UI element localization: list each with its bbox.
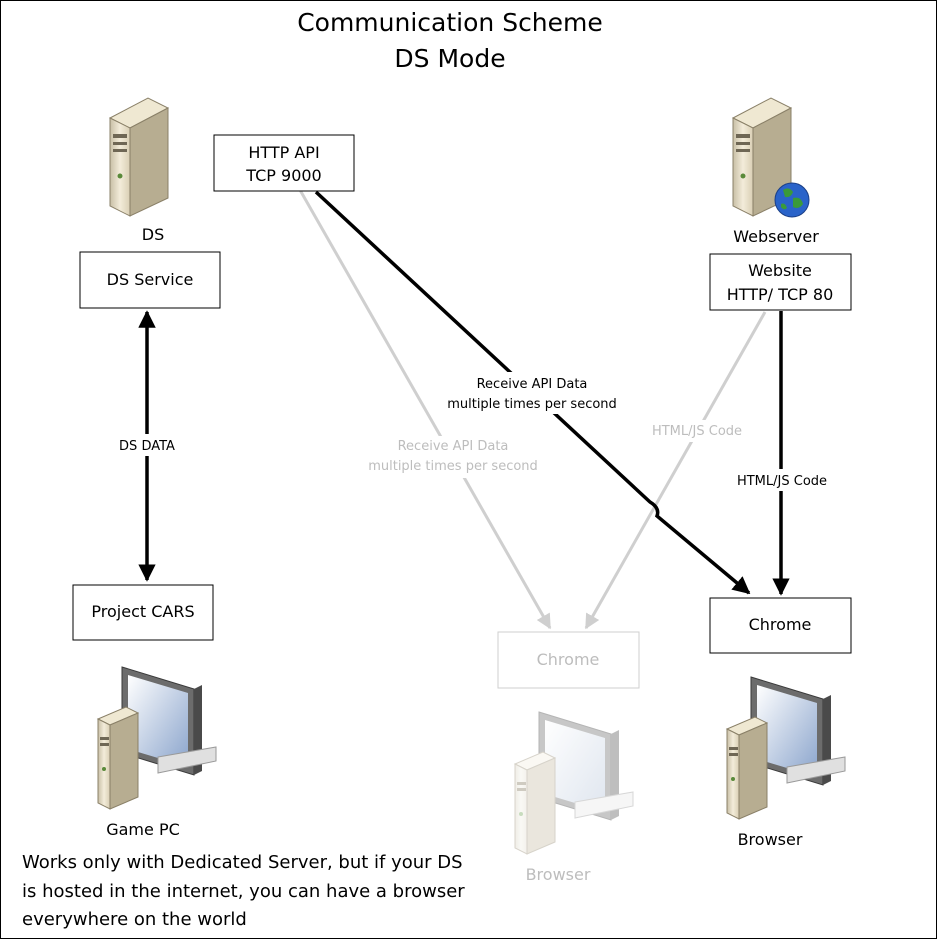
project-cars-box: Project CARS [72, 584, 214, 641]
browser-ghost-label: Browser [526, 865, 591, 884]
game-pc-label: Game PC [106, 820, 180, 839]
ghost-api-label-bg [362, 436, 544, 478]
ghost-api-label-line2: multiple times per second [368, 459, 538, 474]
browser-active-label: Browser [738, 830, 803, 849]
web-server-icon [731, 97, 810, 218]
api-to-chrome-arrow [314, 190, 751, 595]
note-line1: Works only with Dedicated Server, but if… [22, 852, 463, 873]
note-line3: everywhere on the world [22, 909, 247, 930]
http-api-line1: HTTP API [248, 143, 319, 162]
ds-service-label: DS Service [107, 270, 194, 289]
note-line2: is hosted in the internet, you can have … [22, 881, 465, 902]
chrome-active-label: Chrome [749, 615, 812, 634]
workstation-icon [96, 666, 217, 810]
diagram-title-line1: Communication Scheme [297, 8, 603, 37]
ghost-web-label-bg [644, 420, 750, 442]
workstation-icon [725, 676, 846, 820]
project-cars-label: Project CARS [91, 602, 194, 621]
api-label-bg [440, 372, 625, 414]
web-label: HTML/JS Code [737, 474, 827, 489]
ds-service-box: DS Service [79, 251, 221, 309]
http-api-box: HTTP API TCP 9000 [213, 134, 355, 192]
diagram-title-line2: DS Mode [394, 44, 505, 73]
ds-server-label: DS [142, 225, 164, 244]
ds-data-label-bg [112, 434, 182, 456]
ghost-web-label: HTML/JS Code [652, 424, 742, 439]
ghost-arrow-api-to-chrome [298, 189, 552, 630]
website-line1: Website [748, 261, 812, 280]
api-label-line1: Receive API Data [477, 377, 588, 392]
workstation-icon [513, 711, 634, 855]
chrome-ghost-label: Chrome [537, 650, 600, 669]
http-api-line2: TCP 9000 [245, 166, 321, 185]
chrome-active-box: Chrome [709, 597, 852, 654]
ghost-api-label-line1: Receive API Data [398, 439, 509, 454]
api-label-line2: multiple times per second [447, 397, 617, 412]
website-box: Website HTTP/ TCP 80 [709, 253, 852, 311]
server-icon [108, 97, 170, 217]
chrome-ghost-box: Chrome [497, 631, 640, 689]
webserver-label: Webserver [733, 227, 819, 246]
ds-data-label: DS DATA [119, 439, 175, 454]
globe-icon [774, 182, 810, 218]
web-label-bg [729, 469, 835, 491]
ghost-arrow-web-to-chrome [584, 311, 767, 630]
website-line2: HTTP/ TCP 80 [727, 285, 834, 304]
